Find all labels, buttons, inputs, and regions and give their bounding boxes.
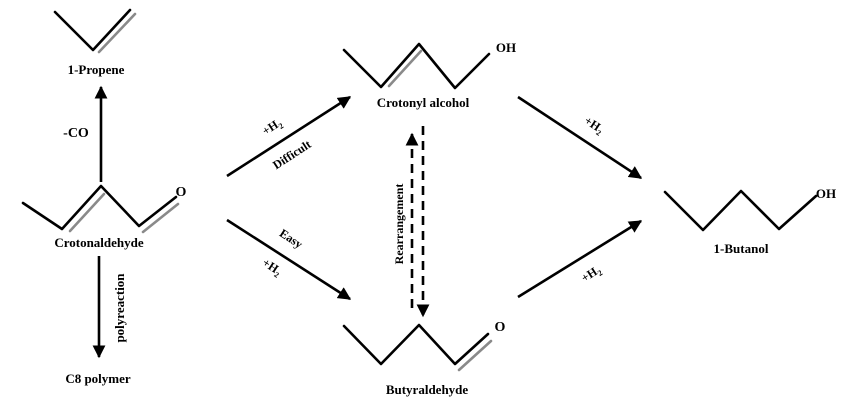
arrow-butyraldehyde-to-butanol: [517, 219, 643, 299]
butanol-structure: [663, 189, 818, 232]
crotonaldehyde-structure: [21, 184, 180, 234]
h2-label-1: +H2: [260, 115, 286, 139]
c8-label: C8 polymer: [65, 371, 131, 386]
hydroxyl-1: OH: [496, 40, 516, 55]
aldehyde-oxygen-2: O: [495, 320, 506, 335]
crotonaldehyde-label: Crotonaldehyde: [54, 235, 144, 250]
aldehyde-oxygen-1: O: [176, 185, 187, 200]
butyraldehyde-structure: [342, 323, 493, 372]
propene-structure: [53, 8, 137, 54]
h2-label-4: +H2: [579, 262, 605, 286]
easy-label: Easy: [277, 226, 305, 251]
arrow-crotyl-to-butanol: [517, 95, 643, 180]
difficult-label: Difficult: [270, 137, 313, 172]
h2-label-3: +H2: [581, 113, 607, 137]
crotonyl-alcohol-label: Crotonyl alcohol: [377, 95, 470, 110]
rearrangement-label: Rearrangement: [392, 184, 406, 265]
crotonyl-alcohol-structure: [342, 42, 491, 90]
polyreaction-label: polyreaction: [112, 273, 127, 343]
arrow-to-crotonyl-alcohol: [226, 95, 352, 178]
propene-label: 1-Propene: [68, 62, 125, 77]
butanol-label: 1-Butanol: [714, 241, 769, 256]
arrow-to-butyraldehyde: [226, 218, 352, 301]
h2-label-2: +H2: [259, 255, 285, 279]
hydroxyl-2: OH: [816, 186, 836, 201]
minus-co-label: -CO: [63, 126, 89, 141]
butyraldehyde-label: Butyraldehyde: [386, 382, 469, 397]
